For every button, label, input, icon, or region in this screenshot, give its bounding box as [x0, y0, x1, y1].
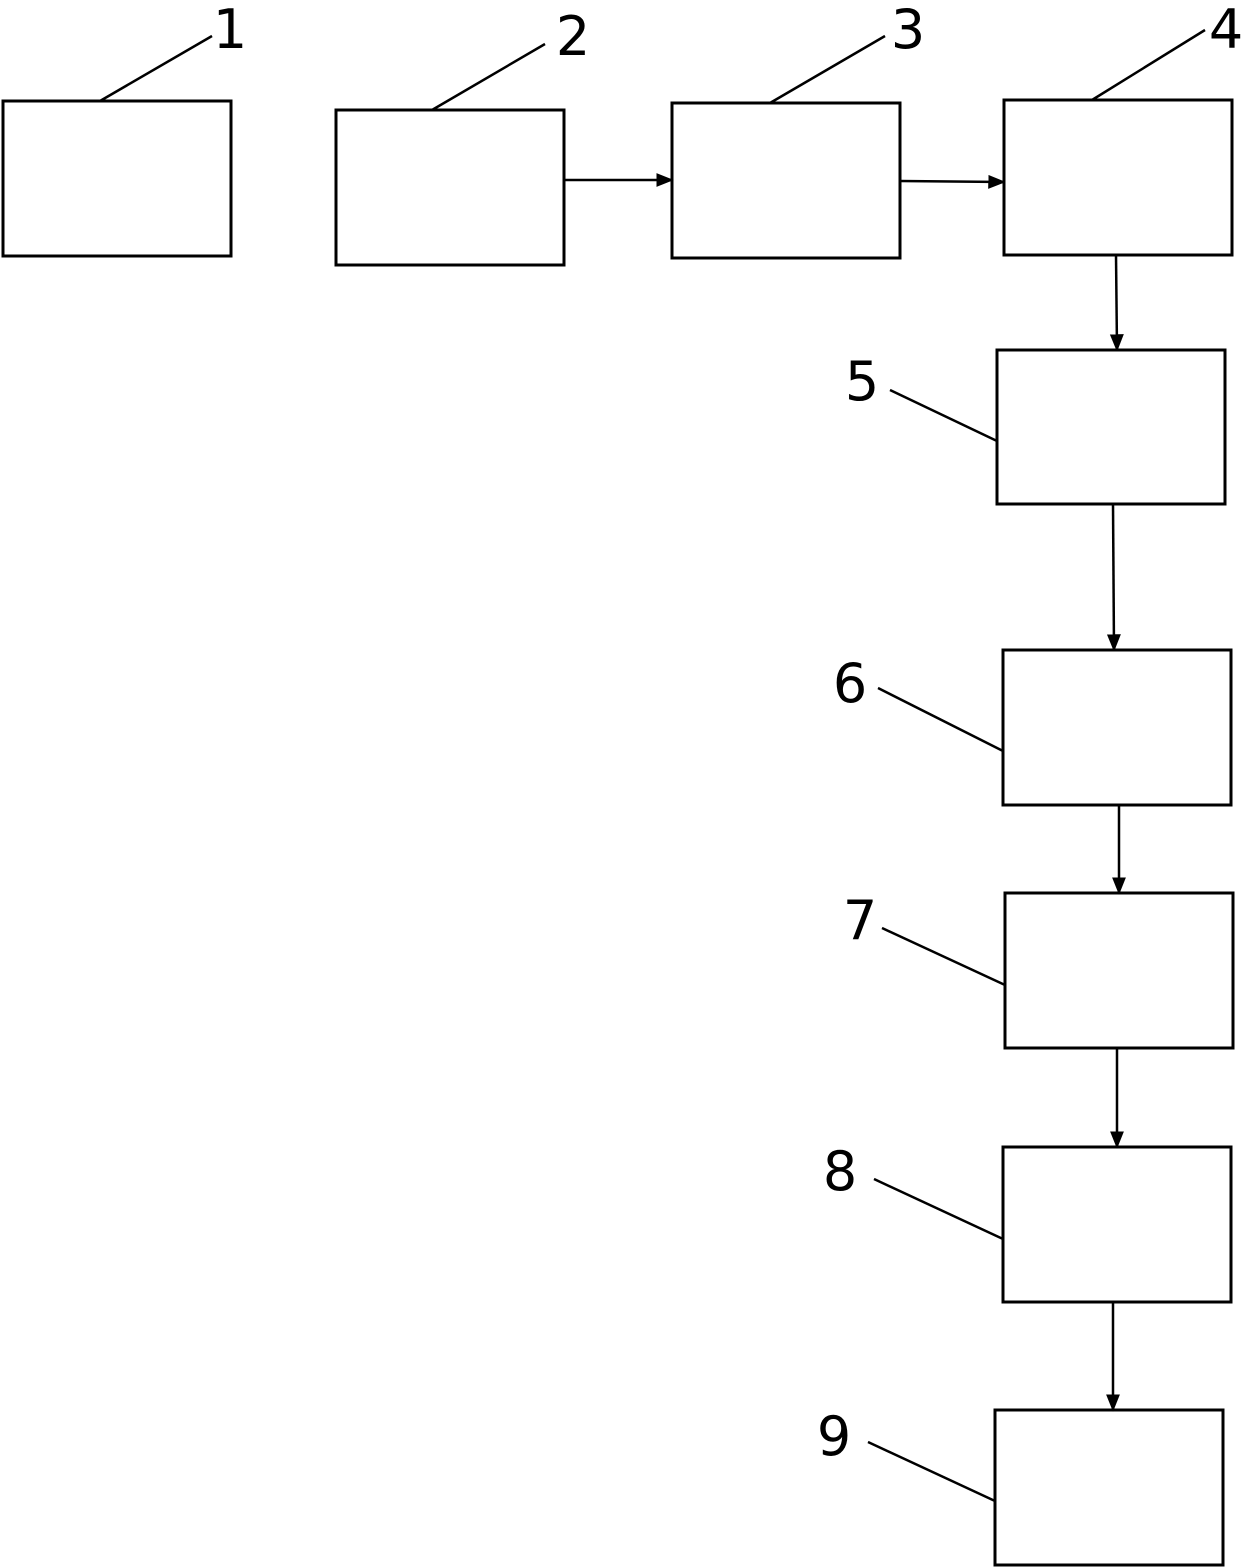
leader-line-4 [1091, 28, 1206, 102]
arrow-5-to-6 [1106, 503, 1121, 652]
leader-line-3 [769, 34, 886, 105]
block-9 [993, 1408, 1225, 1567]
block-3 [670, 101, 902, 260]
leader-line-8 [873, 1177, 1004, 1241]
arrow-3-to-4 [899, 174, 1006, 189]
ref-numeral-6: 6 [833, 652, 867, 715]
ref-numeral-5: 5 [845, 350, 879, 413]
block-1 [1, 99, 233, 258]
block-6 [1001, 648, 1233, 807]
leader-line-2 [431, 42, 546, 112]
block-2 [334, 108, 566, 267]
ref-numeral-4: 4 [1209, 0, 1243, 61]
leader-line-7 [881, 926, 1006, 987]
leader-line-6 [877, 686, 1004, 753]
leader-line-1 [99, 34, 213, 103]
ref-numeral-2: 2 [556, 5, 590, 68]
ref-numeral-7: 7 [843, 889, 877, 952]
block-7 [1003, 891, 1235, 1050]
block-4 [1002, 98, 1234, 257]
ref-numeral-3: 3 [891, 0, 925, 61]
ref-numeral-1: 1 [213, 0, 247, 61]
block-8 [1001, 1145, 1233, 1304]
arrow-4-to-5 [1109, 254, 1124, 352]
block-5 [995, 348, 1227, 506]
ref-numeral-9: 9 [817, 1405, 851, 1468]
leader-line-9 [867, 1440, 996, 1503]
ref-numeral-8: 8 [823, 1140, 857, 1203]
leader-line-5 [889, 388, 998, 443]
